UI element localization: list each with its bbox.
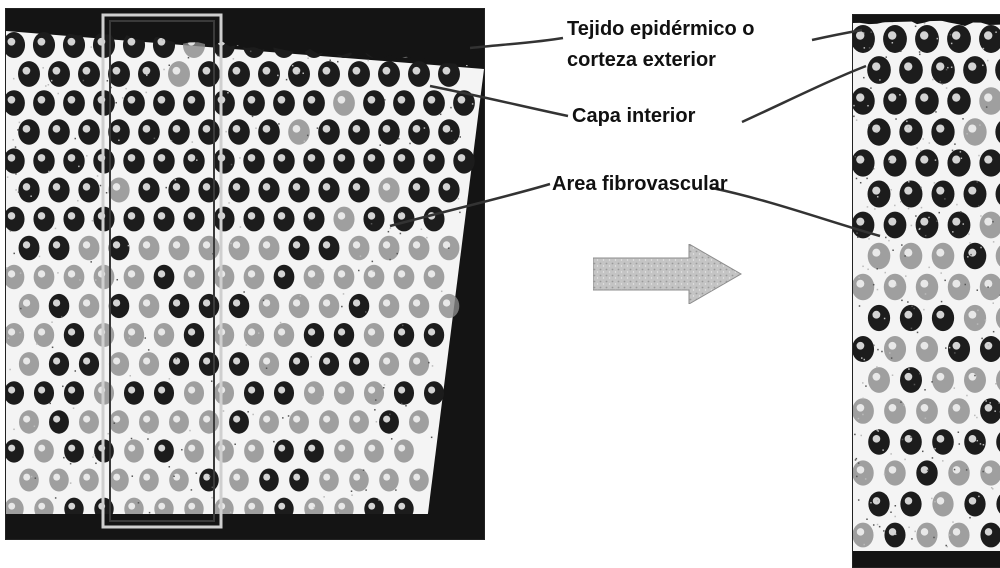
leader-capa-right [742,66,866,122]
label-area-fibrovascular: Area fibrovascular [552,172,728,196]
label-corteza-exterior: corteza exterior [567,48,716,72]
right-arrow-icon [593,244,743,304]
label-capa-interior: Capa interior [572,104,695,128]
micrograph-image [6,9,484,539]
micrograph-cross-section [5,8,485,540]
micrograph-strip-enlarged [852,14,1000,568]
micrograph-strip-image [853,15,1000,567]
label-tejido-epidermico: Tejido epidérmico o [567,17,754,41]
